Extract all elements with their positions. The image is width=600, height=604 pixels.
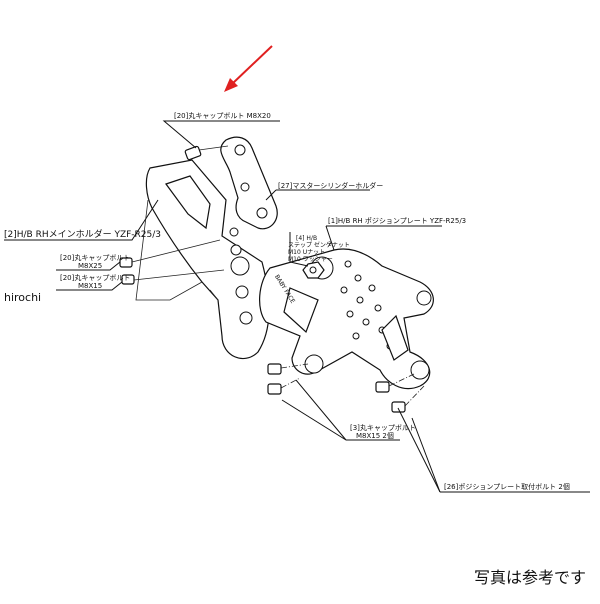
watermark-text: hirochi (4, 291, 42, 304)
label-cap-bolt-lower-a: [3]丸キャップボルト (350, 423, 416, 432)
master-cylinder-holder-part (220, 136, 278, 230)
cap-bolt-m8x15-part (121, 269, 225, 285)
plate-mount-bolt-b-part (391, 385, 425, 413)
label-nut-c: M10 Uナット (288, 249, 325, 256)
label-main-holder: [2]H/B RHメインホルダー YZF-R25/3 (4, 228, 161, 240)
label-cap-bolt-m8x20: [20]丸キャップボルト M8X20 (174, 111, 271, 120)
label-cap-bolt-mid-a: [20]丸キャップボルト (60, 253, 130, 262)
cap-bolt-top-part (184, 145, 229, 161)
cap-bolt-m8x25-part (119, 239, 221, 268)
label-cap-bolt-low-b: M8X15 (78, 282, 102, 290)
label-master-cylinder-holder: [27]マスターシリンダーホルダー (278, 181, 383, 190)
label-nut-b: ステップ ゼンゲナット (288, 241, 350, 249)
label-cap-bolt-mid-b: M8X25 (78, 262, 102, 270)
label-plate-mount-bolt: [26]ポジションプレート取付ボルト 2個 (444, 482, 570, 491)
cap-bolt-lower-b-part (267, 377, 301, 395)
plate-mount-bolt-a-part (375, 373, 415, 393)
label-position-plate: [1]H/B RH ポジションプレート YZF-R25/3 (328, 217, 466, 225)
label-nut-qty: 2 (328, 241, 332, 248)
reference-note: 写真は参考です (473, 568, 586, 587)
label-nut-a: [4] H/B (296, 235, 317, 242)
label-cap-bolt-low-a: [20]丸キャップボルト (60, 273, 130, 282)
main-holder-part (145, 159, 270, 359)
cap-bolt-lower-a-part (267, 363, 309, 375)
red-arrow-icon (224, 45, 273, 92)
label-cap-bolt-lower-b: M8X15 2個 (356, 431, 394, 440)
leader-lines (4, 120, 590, 493)
step-nut-part (302, 261, 325, 279)
label-nut-d: M10 ワッシャー (288, 256, 333, 263)
